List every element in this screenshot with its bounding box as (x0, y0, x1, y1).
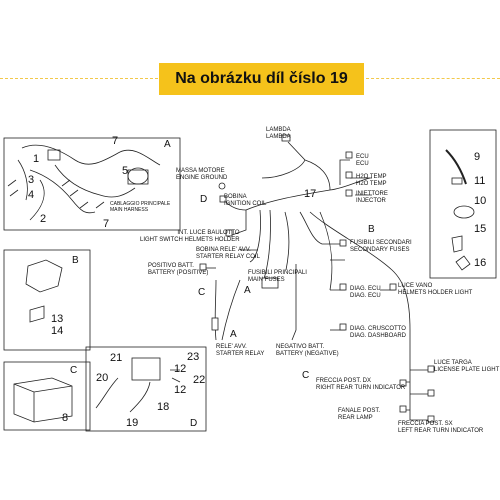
battery (13, 377, 73, 423)
letter-c-2: C (302, 370, 310, 381)
part-16: 16 (474, 257, 487, 269)
letter-d: D (200, 194, 208, 205)
label-battery-negative: NEGATIVO BATT. BATTERY (NEGATIVE) (276, 344, 339, 357)
letter-a-2: A (230, 329, 237, 340)
panel-right-frame (429, 129, 497, 279)
label-license-plate: LUCE TARGA LICENSE PLATE LIGHT (434, 360, 500, 373)
panel-d-frame (85, 346, 207, 432)
part-18: 18 (157, 401, 170, 413)
part-23: 23 (187, 351, 200, 363)
label-right-turn: FRECCIA POST. DX RIGHT REAR TURN INDICAT… (316, 378, 406, 391)
part-3: 3 (28, 174, 35, 186)
letter-a-1: A (244, 285, 251, 296)
label-rear-lamp: FANALE POST. REAR LAMP (338, 408, 381, 421)
part-9: 9 (474, 151, 481, 163)
part-2: 2 (40, 213, 47, 225)
part-6: 7 (112, 135, 119, 147)
panel-a-harness (21, 144, 161, 166)
part-12: 12 (174, 363, 187, 375)
label-injector: INIETTORE INJECTOR (356, 191, 388, 204)
label-main-fuses: FUSIBILI PRINCIPALI MAIN FUSES (248, 270, 307, 283)
page-title: Na obrázku díl číslo 19 (159, 63, 364, 95)
part-22: 21 (110, 352, 123, 364)
label-engine-ground: MASSA MOTORE ENGINE GROUND (176, 168, 228, 181)
panel-d-letter: D (190, 418, 198, 429)
panel-a-frame (3, 137, 181, 231)
part-10: 10 (474, 195, 487, 207)
label-battery-positive: POSITIVO BATT. BATTERY (POSITIVE) (148, 263, 209, 276)
label-lambda: LAMBDA LAMBDA (266, 127, 291, 140)
label-h2o: H2O TEMP H2O TEMP (356, 174, 387, 187)
label-helmets-light: LUCE VANO HELMETS HOLDER LIGHT (398, 283, 473, 296)
letter-b: B (368, 224, 375, 235)
label-diag-dashboard: DIAG. CRUSCOTTO DIAG. DASHBOARD (350, 326, 407, 339)
part-4: 4 (28, 189, 35, 201)
label-starter-relay: RELE' AVV. STARTER RELAY (216, 344, 265, 357)
part-14: 14 (51, 325, 64, 337)
part-11: 11 (474, 175, 486, 187)
part-13: 13 (51, 313, 64, 325)
part-5: 5 (122, 165, 129, 177)
panel-a-letter: A (164, 139, 171, 150)
panel-b-switch (25, 259, 63, 293)
part-17: 17 (304, 188, 317, 200)
part-1: 1 (33, 153, 40, 165)
label-left-turn: FRECCIA POST. SX LEFT REAR TURN INDICATO… (398, 421, 484, 434)
label-light-switch: INT. LUCE BAULOTTO LIGHT SWITCH HELMETS … (140, 230, 240, 243)
part-7: 7 (103, 218, 110, 230)
part-8: 8 (62, 412, 69, 424)
label-ecu: ECU ECU (356, 154, 369, 167)
label-secondary-fuses: FUSIBILI SECONDARI SECONDARY FUSES (350, 240, 412, 253)
part-15: 15 (474, 223, 487, 235)
banner-rule-right (366, 78, 500, 79)
panel-c-frame (3, 361, 91, 431)
panel-b-frame (3, 249, 91, 351)
starter-relay (131, 357, 161, 381)
part-21: 20 (96, 372, 109, 384)
label-ignition-coil: BOBINA IGNITION COIL (224, 194, 267, 207)
banner-rule-left (0, 78, 158, 79)
label-diag-ecu: DIAG. ECU DIAG. ECU (350, 286, 381, 299)
harness-label: CABLAGGIO PRINCIPALE MAIN HARNESS (110, 201, 171, 213)
part-20: 22 (193, 374, 206, 386)
part-19: 19 (126, 417, 139, 429)
main-trunk (245, 177, 371, 211)
panel-c-letter: C (70, 365, 78, 376)
label-starter-relay-coil: BOBINA RELE' AVV. STARTER RELAY COIL (196, 247, 260, 260)
letter-c-1: C (198, 287, 206, 298)
panel-b-letter: B (72, 255, 79, 266)
part-12b: 12 (174, 384, 187, 396)
